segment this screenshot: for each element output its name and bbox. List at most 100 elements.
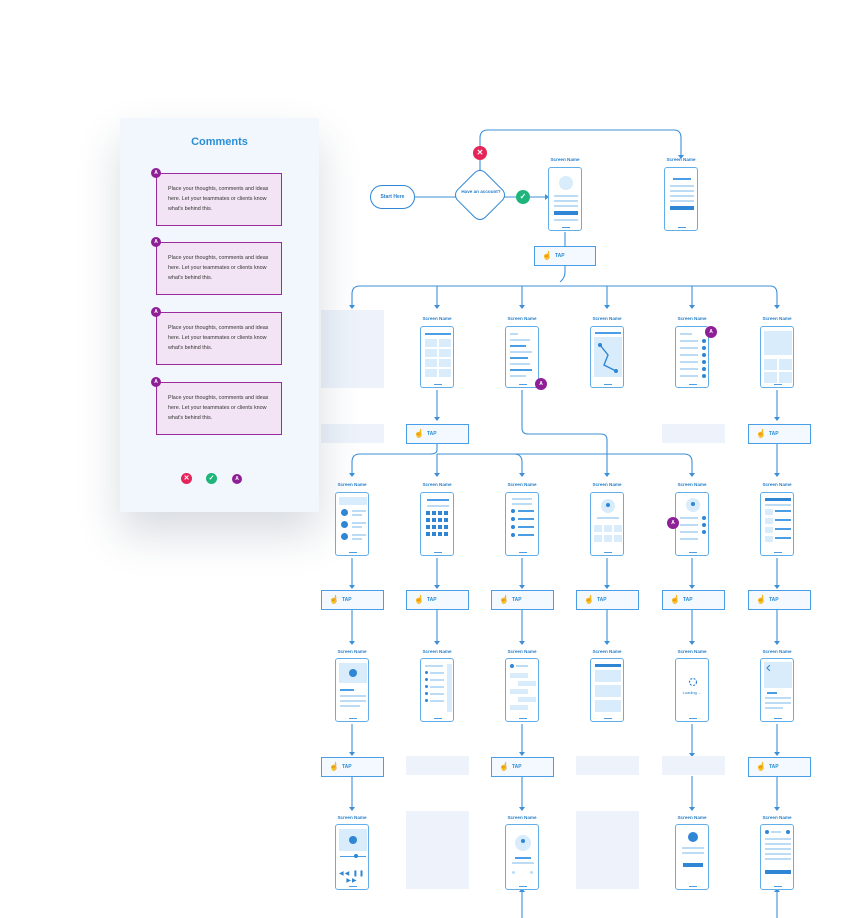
hand-pointer-icon: ☝ <box>329 762 339 771</box>
placeholder-block <box>662 756 725 775</box>
comments-panel: Comments A Place your thoughts, comments… <box>120 118 319 512</box>
tap-label: TAP <box>683 597 693 603</box>
hand-pointer-icon: ☝ <box>414 429 424 438</box>
map-screen[interactable] <box>590 326 624 388</box>
avatar: A <box>151 307 161 317</box>
tap-action[interactable]: ☝TAP <box>534 246 596 266</box>
close-icon[interactable]: ✕ <box>181 473 192 484</box>
tap-action[interactable]: ☝TAP <box>576 590 639 610</box>
confirm-screen[interactable] <box>760 824 794 890</box>
spinner-icon <box>688 677 698 687</box>
screen-name-label: Screen Name <box>762 815 792 820</box>
tap-label: TAP <box>512 764 522 770</box>
comment-card[interactable]: A Place your thoughts, comments and idea… <box>151 168 282 226</box>
check-icon[interactable]: ✓ <box>206 473 217 484</box>
avatar: A <box>151 377 161 387</box>
screen-name-label: Screen Name <box>507 316 537 321</box>
tap-label: TAP <box>597 597 607 603</box>
screen-name-label: Screen Name <box>762 649 792 654</box>
profile-screen[interactable] <box>590 492 624 556</box>
avatar-icon[interactable]: A <box>232 474 242 484</box>
article-screen[interactable] <box>590 658 624 722</box>
settings-screen[interactable] <box>675 326 709 388</box>
tap-action[interactable]: ☝TAP <box>748 424 811 444</box>
player-screen[interactable]: ◀◀ ❚❚ ▶▶ <box>335 824 369 890</box>
avatar: A <box>151 168 161 178</box>
tap-action[interactable]: ☝TAP <box>321 757 384 777</box>
start-node[interactable]: Start Here <box>370 185 415 209</box>
tap-action[interactable]: ☝TAP <box>662 590 725 610</box>
screen-name-label: Screen Name <box>422 316 452 321</box>
avatar[interactable]: A <box>667 517 679 529</box>
comment-text: Place your thoughts, comments and ideas … <box>168 255 269 281</box>
loading-screen[interactable]: Loading ... <box>675 658 709 722</box>
tap-label: TAP <box>427 597 437 603</box>
avatar[interactable]: A <box>535 378 547 390</box>
hand-pointer-icon: ☝ <box>414 595 424 604</box>
screen-name-label: Screen Name <box>422 482 452 487</box>
playback-controls-icon[interactable]: ◀◀ ❚❚ ▶▶ <box>339 871 365 884</box>
placeholder-block <box>576 811 639 889</box>
approve-icon: ✓ <box>516 190 530 204</box>
contacts-screen[interactable] <box>505 492 539 556</box>
tap-label: TAP <box>769 764 779 770</box>
tap-action[interactable]: ☝TAP <box>406 424 469 444</box>
success-screen[interactable] <box>675 824 709 890</box>
tap-action[interactable]: ☝TAP <box>491 590 554 610</box>
avatar[interactable]: A <box>705 326 717 338</box>
signup-screen[interactable] <box>664 167 698 231</box>
comment-card[interactable]: A Place your thoughts, comments and idea… <box>151 377 282 435</box>
screen-name-label: Screen Name <box>337 482 367 487</box>
comment-card[interactable]: A Place your thoughts, comments and idea… <box>151 237 282 295</box>
profile-settings-screen[interactable] <box>675 492 709 556</box>
screen-name-label: Screen Name <box>507 649 537 654</box>
tap-action[interactable]: ☝TAP <box>406 590 469 610</box>
screen-name-label: Screen Name <box>762 316 792 321</box>
checklist-screen[interactable] <box>420 658 454 722</box>
screen-name-label: Screen Name <box>337 815 367 820</box>
decision-label: Have an account? <box>461 189 501 194</box>
placeholder-block <box>662 424 725 443</box>
reject-icon: ✕ <box>473 146 487 160</box>
screen-name-label: Screen Name <box>677 482 707 487</box>
screen-name-label: Screen Name <box>422 649 452 654</box>
screen-name-label: Screen Name <box>507 482 537 487</box>
grid-screen[interactable] <box>420 326 454 388</box>
login-screen[interactable] <box>548 167 582 231</box>
user-screen[interactable] <box>505 824 539 890</box>
tap-label: TAP <box>427 431 437 437</box>
screen-name-label: Screen Name <box>592 649 622 654</box>
tap-label: TAP <box>769 597 779 603</box>
screen-name-label: Screen Name <box>337 649 367 654</box>
screen-name-label: Screen Name <box>592 482 622 487</box>
calendar-screen[interactable] <box>420 492 454 556</box>
tap-label: TAP <box>769 431 779 437</box>
route-icon <box>598 343 618 373</box>
tap-label: TAP <box>512 597 522 603</box>
tap-action[interactable]: ☝TAP <box>748 590 811 610</box>
gallery-screen[interactable] <box>760 326 794 388</box>
screen-name-label: Screen Name <box>507 815 537 820</box>
tap-action[interactable]: ☝TAP <box>321 590 384 610</box>
tap-action[interactable]: ☝TAP <box>491 757 554 777</box>
feed-screen[interactable] <box>760 492 794 556</box>
hand-pointer-icon: ☝ <box>542 251 552 260</box>
chat-screen[interactable] <box>505 658 539 722</box>
list-screen[interactable] <box>335 492 369 556</box>
menu-screen[interactable] <box>505 326 539 388</box>
detail-screen[interactable] <box>760 658 794 722</box>
placeholder-block <box>406 756 469 775</box>
hand-pointer-icon: ☝ <box>756 429 766 438</box>
comment-text: Place your thoughts, comments and ideas … <box>168 325 269 351</box>
hand-pointer-icon: ☝ <box>329 595 339 604</box>
hand-pointer-icon: ☝ <box>584 595 594 604</box>
tap-action[interactable]: ☝TAP <box>748 757 811 777</box>
video-screen[interactable] <box>335 658 369 722</box>
comment-card[interactable]: A Place your thoughts, comments and idea… <box>151 307 282 365</box>
tap-label: TAP <box>342 597 352 603</box>
hand-pointer-icon: ☝ <box>670 595 680 604</box>
tap-label: TAP <box>342 764 352 770</box>
tap-label: TAP <box>555 253 565 259</box>
screen-name-label: Screen Name <box>666 157 696 162</box>
comment-text: Place your thoughts, comments and ideas … <box>168 186 269 212</box>
